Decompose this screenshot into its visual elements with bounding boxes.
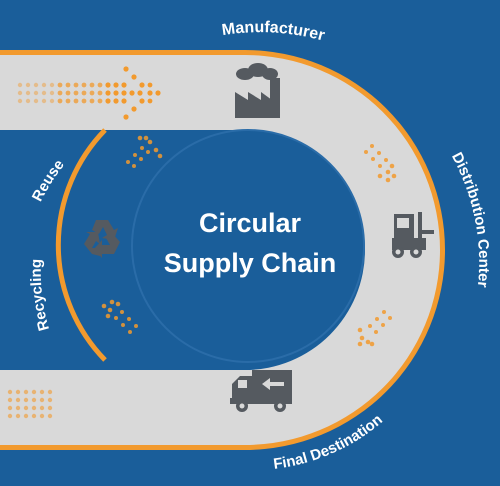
- center-circle-outline: [131, 129, 365, 363]
- center-circle: [132, 130, 364, 362]
- delivery-truck-icon: [230, 370, 292, 412]
- supply-chain-ring: [0, 55, 440, 445]
- bottom-dotted-arrow: [7, 389, 53, 419]
- arrow-recycling-to-reuse: [101, 299, 138, 334]
- center-title-line2: Supply Chain: [164, 248, 337, 278]
- forklift-icon: [392, 212, 434, 258]
- factory-icon: [235, 63, 280, 118]
- inner-orange-rim: [55, 128, 107, 362]
- arrow-distribution-to-destination: [357, 310, 392, 347]
- top-dotted-arrow: [17, 66, 161, 120]
- recycle-icon: [84, 220, 120, 258]
- arrow-manufacturer-to-distribution: [364, 144, 397, 183]
- arrow-reuse-to-manufacturer: [126, 135, 163, 168]
- center-title-line1: Circular: [199, 208, 302, 238]
